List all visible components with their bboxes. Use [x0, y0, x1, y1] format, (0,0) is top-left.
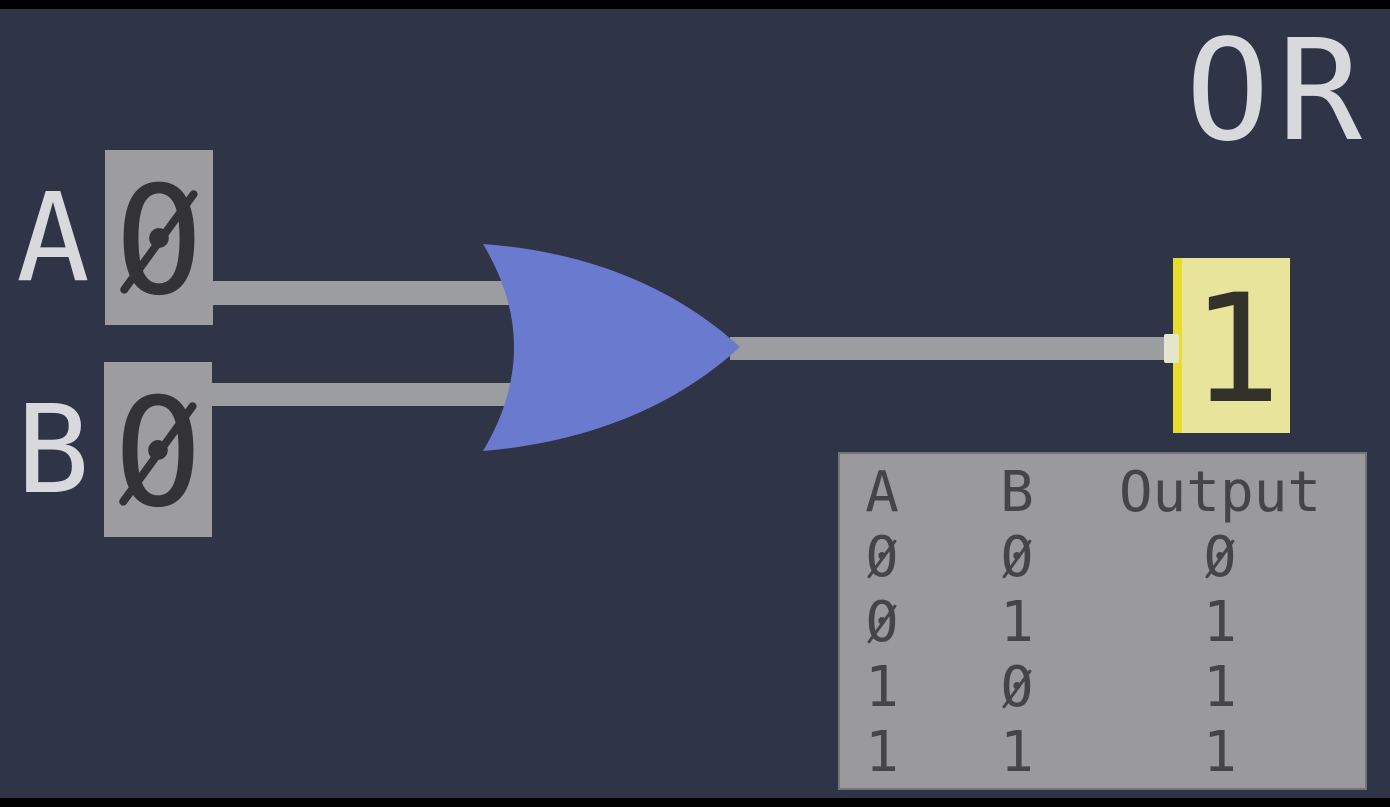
truth-table-header-a: A	[865, 460, 899, 525]
truth-table-header-row: A B Output	[840, 460, 1365, 525]
truth-table-cell: 0	[840, 525, 924, 590]
truth-table: A B Output 0 0 0 0 1 1 1 0 1 1 1 1	[838, 452, 1367, 790]
truth-table-row: 0 0 0	[840, 525, 1365, 590]
truth-table-row: 1 0 1	[840, 655, 1365, 720]
truth-table-header-b: B	[1000, 460, 1034, 525]
wire-input-a	[212, 281, 545, 305]
truth-table-cell: 0	[924, 525, 1110, 590]
truth-table-row: 0 1 1	[840, 590, 1365, 655]
wire-input-b	[211, 383, 525, 406]
truth-table-cell: 1	[1203, 590, 1237, 655]
input-b-value: 0	[112, 366, 204, 541]
input-b-label: B	[16, 378, 90, 521]
truth-table-cell: 1	[1000, 590, 1034, 655]
truth-table-cell: 0	[924, 655, 1110, 720]
or-gate-shape	[483, 244, 740, 451]
truth-table-header-output: Output	[1118, 460, 1322, 525]
truth-table-cell: 0	[840, 590, 924, 655]
input-a-value: 0	[113, 154, 205, 329]
letterbox-bottom-bar	[0, 798, 1390, 807]
wire-terminal-cap	[1164, 334, 1179, 363]
truth-table-cell: 0	[1110, 525, 1330, 590]
output-value: 1	[1190, 262, 1282, 437]
truth-table-cell: 1	[865, 720, 899, 785]
truth-table-cell: 1	[1203, 655, 1237, 720]
truth-table-row: 1 1 1	[840, 720, 1365, 785]
letterbox-top-bar	[0, 0, 1390, 9]
truth-table-cell: 1	[865, 655, 899, 720]
input-a-label: A	[16, 166, 90, 309]
truth-table-cell: 1	[1203, 720, 1237, 785]
input-a-toggle[interactable]: 0	[105, 150, 213, 325]
wire-output	[730, 337, 1172, 360]
output-indicator: 1	[1173, 258, 1290, 433]
gate-title: OR	[1185, 10, 1370, 173]
truth-table-cell: 1	[1000, 720, 1034, 785]
input-b-toggle[interactable]: 0	[104, 362, 212, 537]
